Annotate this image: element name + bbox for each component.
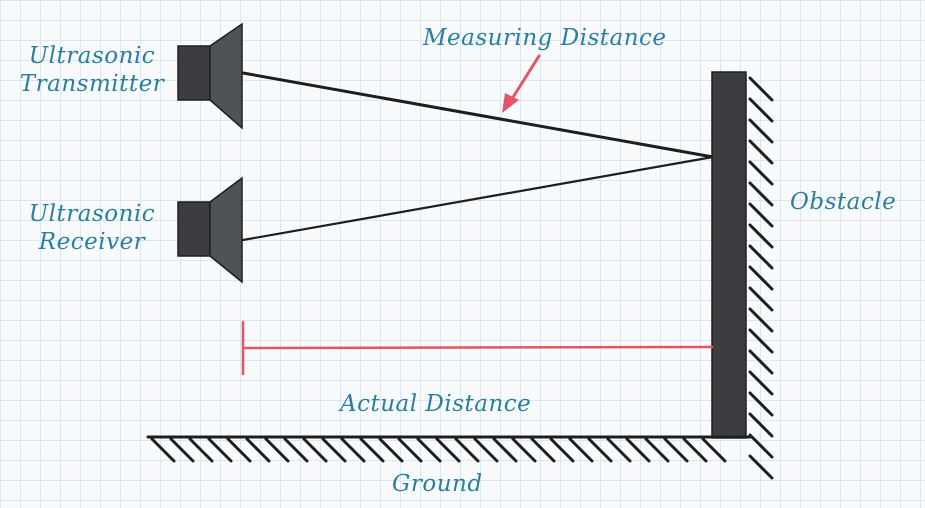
ground-hatch-stroke: [530, 437, 556, 463]
ground-hatch-stroke: [663, 437, 689, 463]
actual-distance-line: [243, 345, 714, 350]
ground-hatch-stroke: [625, 437, 651, 463]
obstacle-hatch-stroke: [748, 181, 774, 207]
ground-hatch-stroke: [378, 437, 404, 463]
arrow-head: [502, 93, 519, 113]
ground-hatch-stroke: [701, 437, 727, 463]
transmitter-speaker-icon: [177, 22, 243, 130]
reflect-path: [241, 155, 715, 242]
obstacle-hatch-stroke: [748, 433, 774, 459]
actual-distance-marker: [241, 320, 714, 376]
ground-hatch-stroke: [340, 437, 366, 463]
ground-hatch-stroke: [435, 437, 461, 463]
ground-hatch-stroke: [150, 437, 176, 463]
obstacle-hatch-stroke: [748, 391, 774, 417]
ground-hatch-stroke: [245, 437, 271, 463]
receiver-speaker-icon: [177, 176, 243, 284]
obstacle-hatch-stroke: [748, 97, 774, 123]
receiver-cone: [209, 176, 243, 284]
obstacle-hatch-stroke: [748, 454, 774, 480]
arrow-shaft: [508, 54, 541, 104]
ground-hatch-stroke: [226, 437, 252, 463]
obstacle-hatch-stroke: [748, 370, 774, 396]
obstacle-label: Obstacle: [790, 189, 897, 215]
obstacle-hatch-stroke: [748, 349, 774, 375]
actual-distance-label: Actual Distance: [340, 391, 532, 417]
ground-hatch-stroke: [416, 437, 442, 463]
receiver-label: Ultrasonic Receiver: [12, 200, 172, 256]
ground-hatch-stroke: [207, 437, 233, 463]
ground-hatch-stroke: [302, 437, 328, 463]
obstacle-hatch-stroke: [748, 223, 774, 249]
ground-hatch-stroke: [283, 437, 309, 463]
obstacle-hatching: [748, 76, 774, 480]
obstacle-bar: [711, 71, 747, 439]
measuring-distance-label: Measuring Distance: [423, 25, 667, 51]
obstacle-hatch-stroke: [748, 118, 774, 144]
ground-hatch-stroke: [511, 437, 537, 463]
ground-hatch-stroke: [397, 437, 423, 463]
ground-hatch-stroke: [492, 437, 518, 463]
obstacle-hatch-stroke: [748, 328, 774, 354]
obstacle-hatch-stroke: [748, 202, 774, 228]
receiver-label-line1: Ultrasonic: [28, 201, 156, 227]
ground-hatch-stroke: [644, 437, 670, 463]
measuring-distance-arrow: [502, 54, 541, 113]
receiver-label-line2: Receiver: [38, 229, 146, 255]
ground-surface: [146, 435, 752, 463]
transmitter-label-line2: Transmitter: [19, 71, 165, 97]
obstacle-hatch-stroke: [748, 286, 774, 312]
transmitter-body: [177, 45, 211, 101]
ground-hatch-stroke: [682, 437, 708, 463]
ground-hatch-stroke: [587, 437, 613, 463]
ground-hatch-stroke: [549, 437, 575, 463]
obstacle-hatch-stroke: [748, 307, 774, 333]
transmitter-cone: [209, 22, 243, 130]
ground-hatch-stroke: [359, 437, 385, 463]
receiver-body: [177, 201, 211, 257]
ground-hatch-stroke: [606, 437, 632, 463]
obstacle-hatch-stroke: [748, 412, 774, 438]
obstacle-hatch-stroke: [748, 244, 774, 270]
obstacle-hatch-stroke: [748, 76, 774, 102]
ground-hatch-stroke: [321, 437, 347, 463]
transmitter-label-line1: Ultrasonic: [28, 43, 156, 69]
obstacle-hatch-stroke: [748, 265, 774, 291]
ground-hatch-stroke: [454, 437, 480, 463]
ground-hatch-stroke: [473, 437, 499, 463]
obstacle-hatch-stroke: [748, 139, 774, 165]
ground-hatch-stroke: [188, 437, 214, 463]
obstacle-wall: [711, 71, 774, 480]
transmitter-label: Ultrasonic Transmitter: [12, 42, 172, 98]
ground-hatch-stroke: [264, 437, 290, 463]
ground-label: Ground: [392, 471, 483, 497]
ground-hatch-stroke: [169, 437, 195, 463]
transmit-path: [241, 71, 715, 159]
ground-hatch-stroke: [568, 437, 594, 463]
ground-hatching: [150, 437, 727, 463]
obstacle-hatch-stroke: [748, 160, 774, 186]
